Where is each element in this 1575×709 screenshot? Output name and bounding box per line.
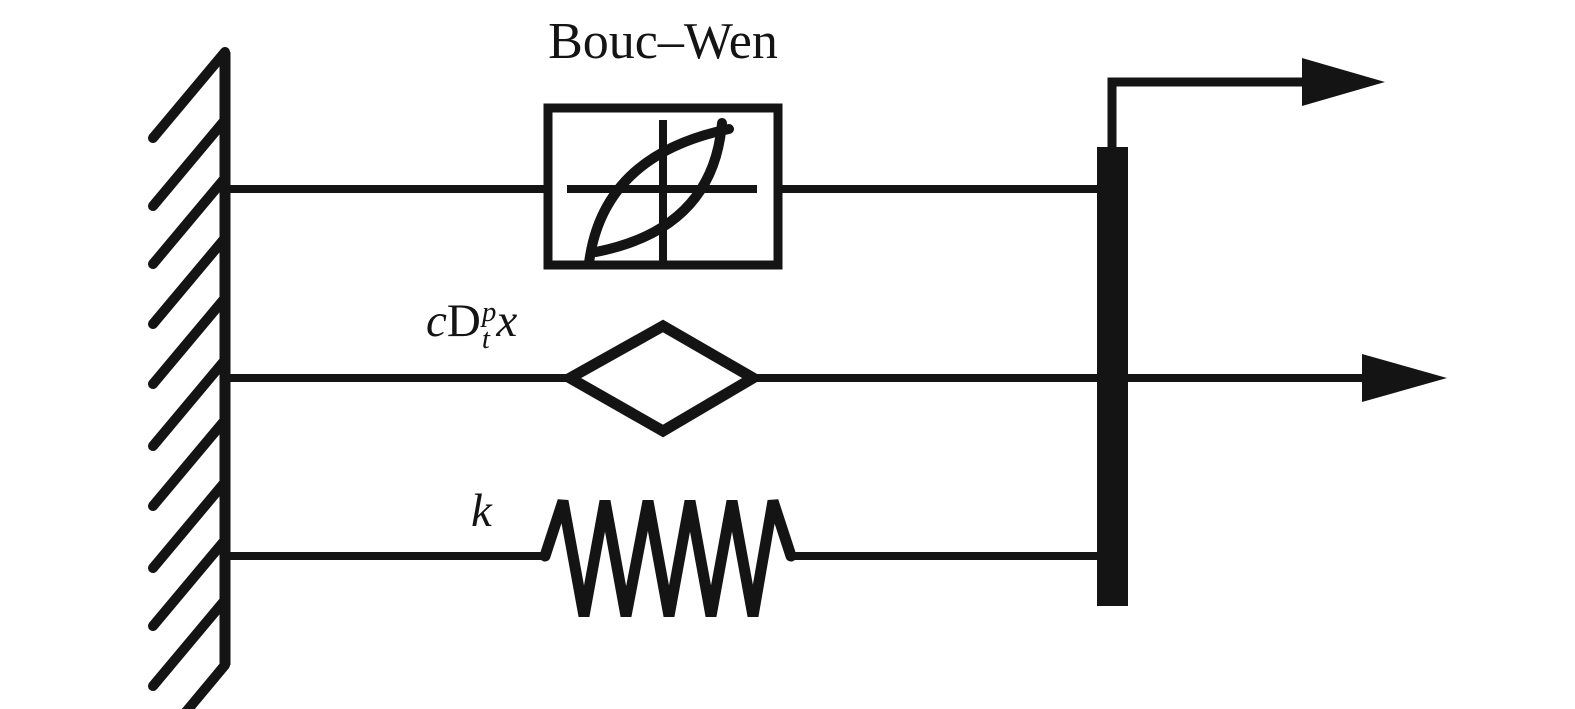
fixed-wall [148, 47, 231, 709]
damper-label-superscript: p [481, 295, 497, 328]
top-output-shaft [1107, 77, 1312, 150]
top-output-arrow [1107, 58, 1385, 150]
bouc-wen-branch [225, 103, 1097, 270]
hysteresis-loop-lower-curve [591, 118, 727, 257]
damper-diamond [558, 319, 764, 438]
damper-label-subscript: t [481, 323, 490, 356]
spring-stiffness-label: k [471, 485, 492, 537]
damper-label-operator: D [446, 295, 481, 347]
bouc-wen-box [543, 103, 783, 270]
middle-output-arrowhead [1362, 354, 1447, 402]
damper-branch [225, 319, 1447, 438]
spring-branch [225, 499, 1097, 618]
spring-zigzag [539, 499, 797, 618]
top-output-arrowhead [1302, 58, 1385, 106]
rigid-bar [1097, 147, 1128, 606]
hysteresis-loop-upper-curve [584, 124, 734, 268]
wall-hatching [148, 47, 230, 709]
damper-label-coefficient: c [426, 295, 447, 347]
bouc-wen-title-label: Bouc–Wen [548, 13, 778, 70]
damper-label-argument: x [496, 295, 518, 347]
